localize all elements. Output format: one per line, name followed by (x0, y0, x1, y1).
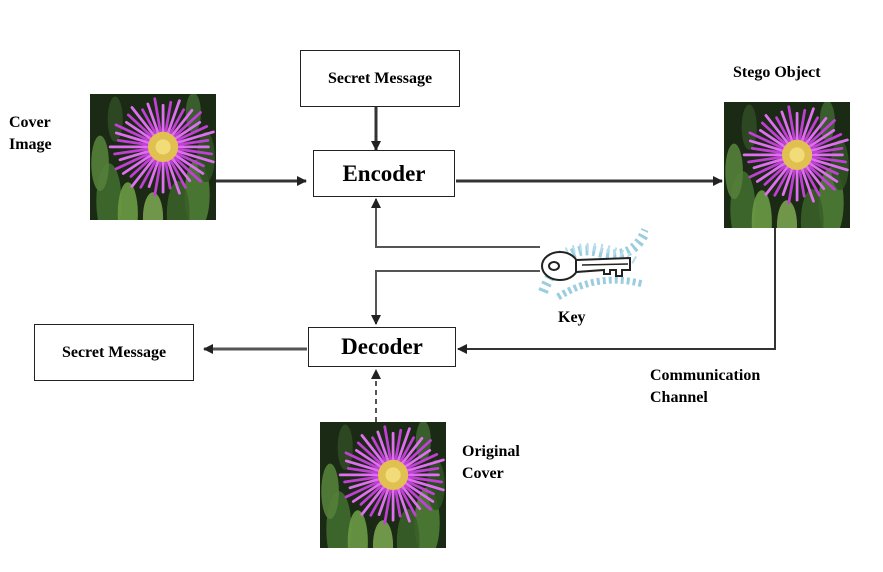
decoder-label: Decoder (341, 334, 423, 359)
secret-message-input-label: Secret Message (327, 69, 433, 87)
encoder-box: Encoder (313, 150, 455, 197)
communication-channel-label: Communication Channel (650, 367, 761, 406)
key-label: Key (558, 309, 586, 326)
secret-message-output-box: Secret Message (34, 324, 194, 381)
original-cover-flower (320, 420, 446, 572)
arrow-channel-to-decoder (457, 228, 776, 354)
arrow-key-to-encoder (371, 198, 540, 248)
secret-message-input-box: Secret Message (300, 50, 460, 107)
key-icon (538, 222, 651, 300)
cover-image-flower (90, 92, 216, 247)
arrow-key-to-decoder (371, 270, 540, 325)
stego-object-flower (724, 100, 850, 255)
decoder-box: Decoder (308, 327, 456, 367)
original-cover-label: Original Cover (462, 443, 520, 482)
secret-message-output-label: Secret Message (61, 343, 167, 361)
cover-image-label: Cover Image (9, 114, 52, 153)
stego-object-label: Stego Object (733, 64, 821, 81)
encoder-label: Encoder (342, 160, 426, 186)
